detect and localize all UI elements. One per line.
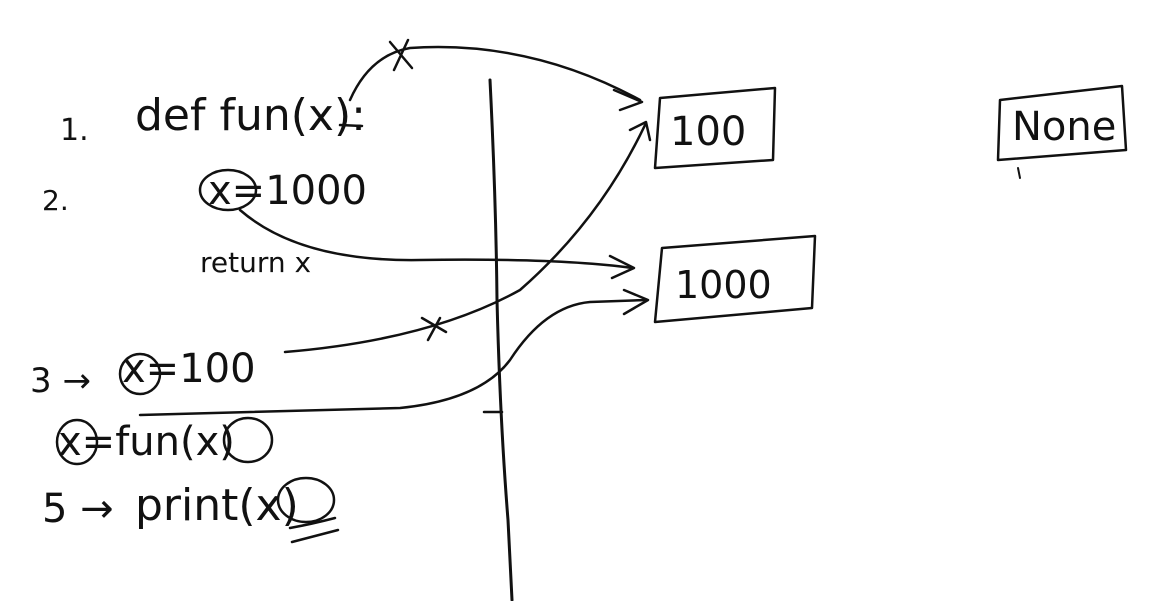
circle-x-line-4-left: [55, 418, 99, 466]
memory-box-none-frame: [996, 84, 1128, 162]
arrow-param-x-to-100: [348, 45, 642, 102]
memory-box-none-mark: [1017, 167, 1021, 179]
arrow-result-x-to-1000: [138, 298, 648, 417]
arrow-global-x-to-100: [283, 123, 647, 354]
line-number-1: 1.: [60, 113, 89, 148]
circle-x-line-4-arg: [222, 416, 274, 464]
arrowhead-global-x-to-100: [628, 120, 652, 142]
strike-arrow-global-x: [420, 316, 448, 342]
circle-x-line-3: [118, 352, 162, 396]
underline-param-x: [338, 123, 364, 128]
divider-line: [488, 78, 514, 601]
memory-box-100-frame: [653, 86, 777, 170]
arrow-local-x-to-1000: [238, 208, 634, 270]
circle-x-line-5: [276, 476, 336, 524]
code-line-call-fun: x=fun(x): [58, 419, 235, 465]
arrowhead-param-x-to-100: [612, 88, 644, 112]
circle-x-line-2: [198, 168, 258, 212]
memory-box-100: 100: [653, 86, 777, 170]
variable-circles: [55, 123, 364, 544]
line-number-2: 2.: [42, 184, 69, 217]
strike-arrow-param-x: [388, 38, 414, 72]
arrowhead-result-x-to-1000: [622, 288, 650, 316]
underline-x-line-5: [288, 516, 340, 544]
line-number-3: 3 →: [30, 361, 91, 401]
code-memory-divider: [482, 78, 514, 601]
memory-box-1000-frame: [653, 234, 817, 324]
memory-box-1000-label: 1000: [675, 263, 772, 307]
code-line-return: return x: [200, 246, 311, 279]
reference-arrows: [138, 38, 652, 417]
code-listing: 1. def fun(x): 2. x=1000 return x 3 → x=…: [30, 90, 367, 532]
code-line-assign-1000: x=1000: [208, 168, 367, 214]
memory-box-1000: 1000: [653, 234, 817, 324]
line-number-5: 5 →: [42, 486, 114, 532]
code-line-def: def fun(x):: [135, 90, 366, 141]
arrowhead-local-x-to-1000: [608, 254, 636, 280]
memory-box-none-label: None: [1012, 104, 1116, 150]
memory-box-100-label: 100: [670, 109, 746, 155]
code-line-print: print(x): [135, 480, 299, 531]
memory-box-none: None: [996, 84, 1128, 179]
